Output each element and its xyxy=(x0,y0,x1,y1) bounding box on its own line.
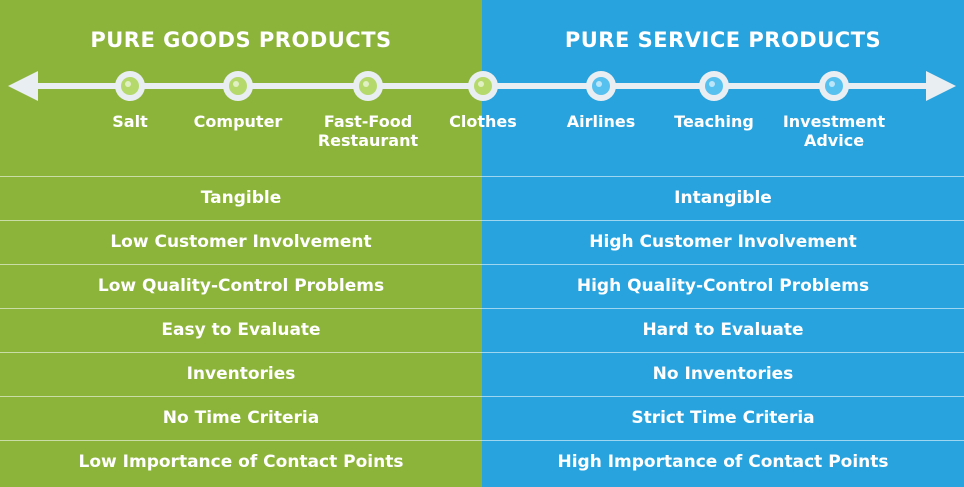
comparison-row: Low Quality-Control Problems High Quality… xyxy=(0,264,964,308)
goods-characteristic: Tangible xyxy=(200,188,282,208)
node-highlight xyxy=(363,81,369,87)
continuum-node xyxy=(353,71,383,101)
continuum-label: Salt xyxy=(112,112,148,131)
service-characteristic: High Quality-Control Problems xyxy=(576,276,870,296)
service-heading: PURE SERVICE PRODUCTS xyxy=(564,28,882,52)
comparison-row: Inventories No Inventories xyxy=(0,352,964,396)
goods-characteristic: Low Customer Involvement xyxy=(110,232,372,252)
continuum-label: Computer xyxy=(193,112,283,131)
goods-heading: PURE GOODS PRODUCTS xyxy=(90,28,392,52)
continuum-node xyxy=(586,71,616,101)
continuum-label: Teaching xyxy=(674,112,754,131)
goods-characteristic: No Time Criteria xyxy=(162,408,320,428)
node-highlight xyxy=(596,81,602,87)
node-highlight xyxy=(478,81,484,87)
continuum-label: Airlines xyxy=(566,112,636,131)
service-characteristic: Hard to Evaluate xyxy=(642,320,804,340)
continuum-node xyxy=(468,71,498,101)
arrow-head-left xyxy=(8,71,38,101)
goods-characteristic: Low Importance of Contact Points xyxy=(78,452,404,472)
continuum-node xyxy=(699,71,729,101)
node-highlight xyxy=(125,81,131,87)
continuum-label: Clothes xyxy=(449,112,517,131)
arrow-head-right xyxy=(926,71,956,101)
comparison-row: Tangible Intangible xyxy=(0,176,964,220)
comparison-row: Low Customer Involvement High Customer In… xyxy=(0,220,964,264)
goods-characteristic: Low Quality-Control Problems xyxy=(97,276,385,296)
node-highlight xyxy=(829,81,835,87)
continuum-node xyxy=(115,71,145,101)
continuum-node xyxy=(223,71,253,101)
service-characteristic: No Inventories xyxy=(652,364,794,384)
service-characteristic: Intangible xyxy=(674,188,772,208)
goods-characteristic: Inventories xyxy=(186,364,296,384)
continuum-node xyxy=(819,71,849,101)
node-highlight xyxy=(233,81,239,87)
service-characteristic: High Customer Involvement xyxy=(589,232,857,252)
comparison-row: Easy to Evaluate Hard to Evaluate xyxy=(0,308,964,352)
service-characteristic: High Importance of Contact Points xyxy=(557,452,889,472)
comparison-row: Low Importance of Contact Points High Imp… xyxy=(0,440,964,484)
service-characteristic: Strict Time Criteria xyxy=(631,408,815,428)
goods-characteristic: Easy to Evaluate xyxy=(161,320,321,340)
node-highlight xyxy=(709,81,715,87)
comparison-row: No Time Criteria Strict Time Criteria xyxy=(0,396,964,440)
